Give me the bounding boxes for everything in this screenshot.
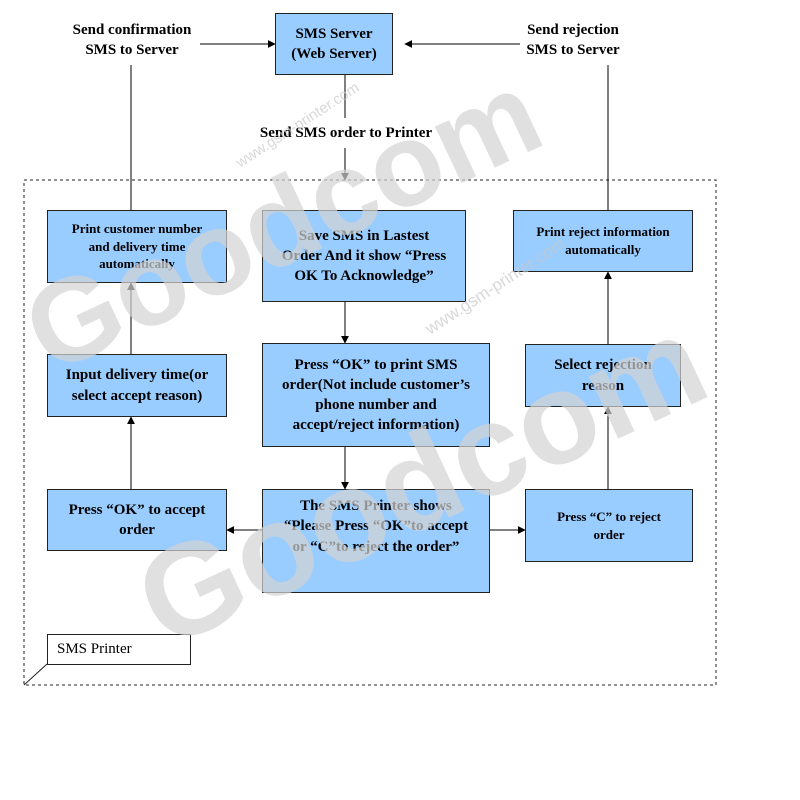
node-press-ok-print: Press “OK” to print SMS order(Not includ… xyxy=(262,343,490,447)
node-press-ok-accept: Press “OK” to accept order xyxy=(47,489,227,551)
node-input-delivery: Input delivery time(or select accept rea… xyxy=(47,354,227,417)
node-sms-server: SMS Server (Web Server) xyxy=(275,13,393,75)
group-label-sms-printer: SMS Printer xyxy=(47,634,191,665)
label-send-confirmation: Send confirmation SMS to Server xyxy=(72,22,192,59)
node-print-reject: Print reject information automatically xyxy=(513,210,693,272)
sms-printer-group-border xyxy=(23,179,717,686)
node-save-sms: Save SMS in Lastest Order And it show “P… xyxy=(262,210,466,302)
node-print-customer: Print customer number and delivery time … xyxy=(47,210,227,283)
label-send-rejection: Send rejection SMS to Server xyxy=(526,22,620,59)
node-press-c-reject: Press “C” to reject order xyxy=(525,489,693,562)
label-send-order: Send SMS order to Printer xyxy=(236,123,456,144)
node-select-rejection: Select rejection reason xyxy=(525,344,681,407)
node-printer-shows: The SMS Printer shows “Please Press “OK”… xyxy=(262,489,490,593)
group-corner-line xyxy=(23,663,48,686)
